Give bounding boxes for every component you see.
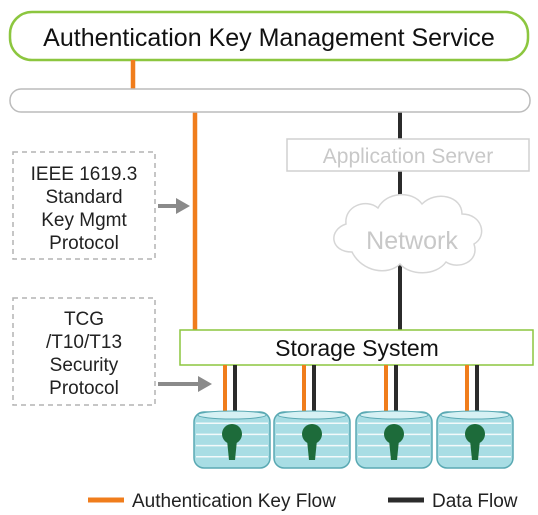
bus-bar [9, 88, 531, 113]
tcg-line-3: Security [50, 355, 119, 376]
network-cloud [333, 194, 483, 274]
network-label: Network [366, 227, 458, 255]
application-server-label: Application Server [323, 145, 493, 168]
storage-system-box [179, 329, 534, 366]
ieee-line-2: Standard [45, 187, 122, 208]
tcg-line-4: Protocol [49, 378, 119, 399]
ieee-line-4: Protocol [49, 233, 119, 254]
legend-auth-key-label: Authentication Key Flow [132, 491, 336, 512]
ieee-arrow-head [176, 198, 190, 214]
ieee-line-1: IEEE 1619.3 [31, 164, 138, 185]
disk-array [193, 410, 514, 469]
tcg-arrow-head [198, 376, 212, 392]
tcg-protocol-box [12, 297, 156, 406]
disk-lock-icon [193, 410, 271, 469]
application-server-box [286, 138, 530, 172]
ieee-line-3: Key Mgmt [41, 210, 127, 231]
disk-lock-icon [355, 410, 433, 469]
storage-system-label: Storage System [275, 335, 439, 361]
ieee-protocol-box [12, 151, 156, 260]
tcg-line-1: TCG [64, 309, 104, 330]
disk-lock-icon [436, 410, 514, 469]
legend-data-flow-label: Data Flow [432, 491, 518, 512]
header-title: Authentication Key Management Service [43, 24, 495, 52]
tcg-line-2: /T10/T13 [46, 332, 122, 353]
header-box [8, 10, 530, 62]
disk-lock-icon [273, 410, 351, 469]
